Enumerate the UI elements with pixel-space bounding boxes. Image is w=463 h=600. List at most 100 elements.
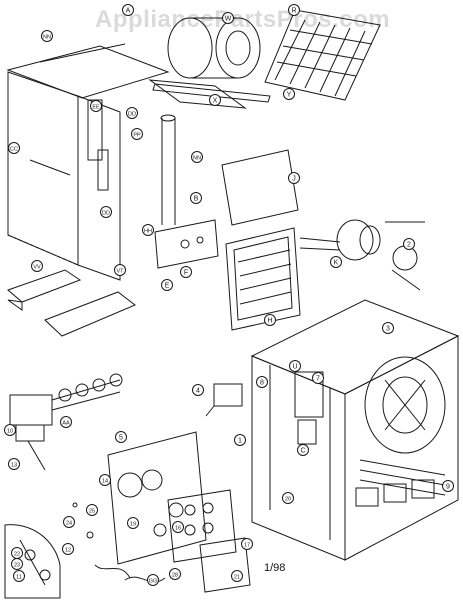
callout-marker — [403, 238, 415, 250]
callout-label: 2 — [407, 242, 411, 249]
callout-marker — [330, 256, 342, 268]
callout-marker — [8, 142, 20, 154]
flat-panel-22 — [167, 489, 237, 563]
callout-marker — [382, 322, 394, 334]
rail-x-y — [152, 83, 271, 103]
callout-marker — [288, 172, 300, 184]
burner-assembly-b — [154, 219, 219, 269]
callout-marker — [90, 100, 102, 112]
callout-marker — [86, 504, 98, 516]
callout-label: 28 — [172, 573, 178, 579]
callout-label: NN — [43, 35, 51, 41]
callout-label: B — [194, 196, 199, 203]
callout-marker — [241, 538, 253, 550]
callout-label: F — [184, 270, 188, 277]
top-panel — [6, 43, 170, 99]
callout-marker — [41, 30, 53, 42]
flat-panel-23 — [199, 537, 251, 593]
callout-marker — [442, 480, 454, 492]
callout-marker — [234, 434, 246, 446]
date-stamp: 1/98 — [264, 562, 286, 574]
callout-marker — [191, 151, 203, 163]
callout-label: 5 — [119, 435, 123, 442]
left-cabinet-body — [7, 71, 121, 281]
watermark-text: AppliancePartsPros.com — [95, 6, 391, 33]
callout-marker — [283, 88, 295, 100]
callout-label: DD — [128, 112, 136, 118]
callout-label: K — [334, 260, 339, 267]
callout-label: 1 — [238, 438, 242, 445]
base-pan-vv — [7, 269, 82, 311]
callout-label: 3 — [386, 326, 390, 333]
callout-label: NN — [193, 156, 201, 162]
flue-pipe — [160, 114, 176, 225]
callout-marker — [63, 516, 75, 528]
callout-label: HH — [144, 229, 152, 235]
callout-label: PP — [133, 133, 141, 139]
callout-marker — [297, 444, 309, 456]
callout-marker — [142, 224, 154, 236]
callout-label: 10 — [7, 429, 13, 435]
callout-layer: AWRNNXYEEDDCCPPNNDDHHBJKEFHVVVT3U789142C… — [4, 4, 454, 586]
callout-label: 21 — [234, 575, 240, 581]
callout-label: 16 — [175, 526, 181, 532]
main-furnace-cabinet — [250, 299, 460, 561]
callout-marker — [147, 574, 159, 586]
callout-label: EE — [92, 105, 100, 111]
callout-marker — [60, 416, 72, 428]
callout-marker — [289, 360, 301, 372]
callout-marker — [114, 264, 126, 276]
callout-marker — [11, 558, 23, 570]
callout-marker — [312, 372, 324, 384]
callout-marker — [8, 458, 20, 470]
callout-label: 4 — [196, 388, 200, 395]
callout-label: VV — [33, 265, 41, 271]
callout-marker — [169, 568, 181, 580]
callout-label: GG — [149, 579, 158, 585]
callout-label: J — [292, 176, 296, 183]
callout-marker — [62, 543, 74, 555]
callout-label: U — [292, 364, 297, 371]
callout-label: 14 — [102, 479, 108, 485]
inner-panel-assembly — [107, 431, 207, 565]
callout-marker — [192, 384, 204, 396]
callout-marker — [115, 431, 127, 443]
callout-label: E — [165, 283, 170, 290]
ignitor-detail-inset — [4, 524, 61, 599]
callout-label: AA — [62, 421, 70, 427]
callout-label: W — [225, 16, 232, 23]
callout-label: DD — [102, 211, 110, 217]
callout-label: C — [300, 448, 305, 455]
callout-marker — [122, 4, 134, 16]
callout-marker — [100, 206, 112, 218]
callout-marker — [288, 4, 300, 16]
callout-label: R — [291, 8, 296, 15]
callout-label: Y — [287, 92, 292, 99]
base-pan-vt — [44, 291, 136, 337]
callout-label: 12 — [65, 548, 71, 554]
control-board-c — [205, 383, 243, 417]
callout-label: 7 — [316, 376, 320, 383]
callout-marker — [190, 192, 202, 204]
callout-label: 17 — [244, 543, 250, 549]
callout-marker — [282, 492, 294, 504]
callout-label: 20 — [285, 497, 291, 503]
callout-label: A — [126, 8, 131, 15]
callout-marker — [127, 517, 139, 529]
callout-marker — [31, 260, 43, 272]
callout-marker — [209, 94, 221, 106]
door-grille-h — [225, 227, 301, 331]
callout-label: 24 — [66, 521, 72, 527]
callout-label: 22 — [14, 552, 20, 558]
callout-label: 8 — [260, 380, 264, 387]
callout-marker — [99, 474, 111, 486]
callout-label: H — [267, 318, 272, 325]
callout-marker — [13, 570, 25, 582]
blower-motor-k — [299, 219, 425, 291]
callout-label: 25 — [89, 509, 95, 515]
callout-label: X — [213, 98, 218, 105]
callout-marker — [256, 376, 268, 388]
callout-label: 11 — [16, 575, 22, 581]
callout-marker — [231, 570, 243, 582]
